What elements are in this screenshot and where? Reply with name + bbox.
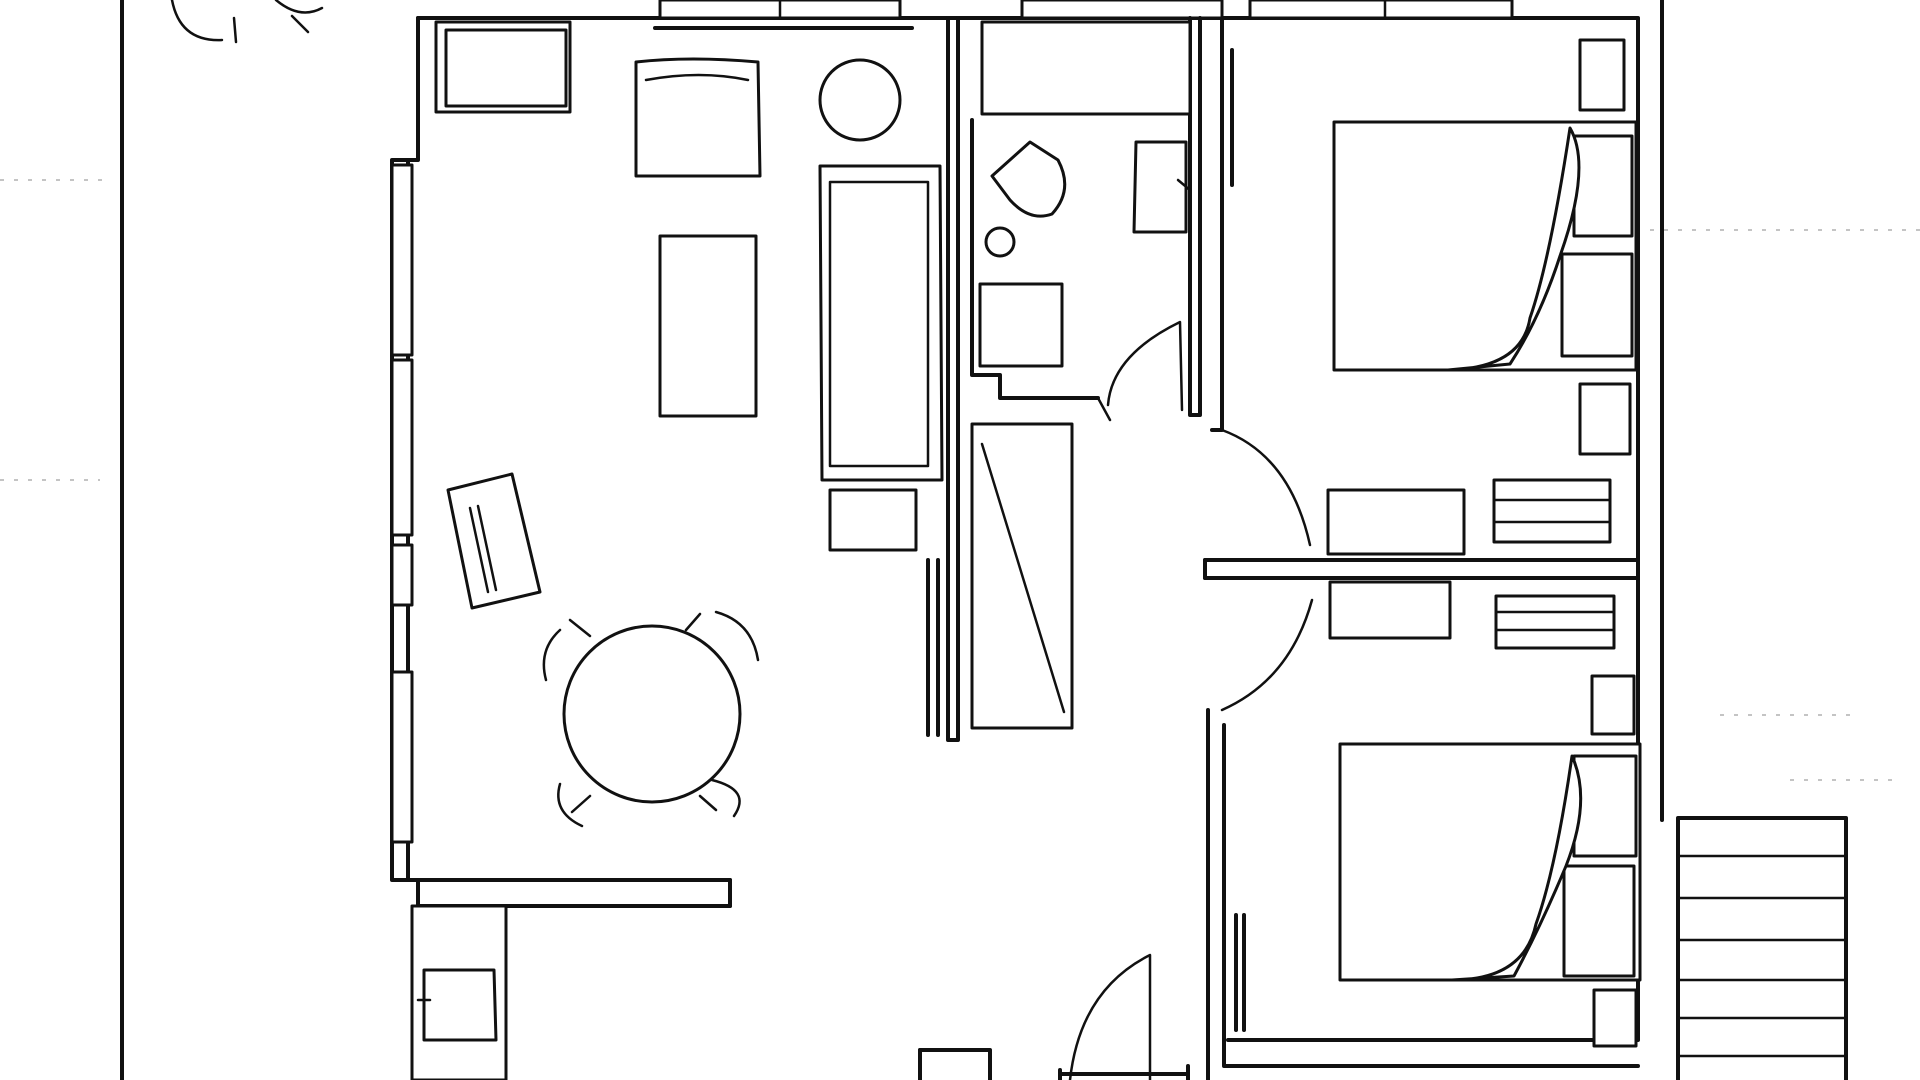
- windows-top: [653, 0, 1514, 30]
- windows-left: [390, 163, 414, 844]
- scan-artifacts: [0, 179, 1920, 781]
- wardrobe: [970, 422, 1074, 730]
- site-boundary: [120, 0, 1664, 1080]
- terrace-table: [170, 0, 324, 44]
- dining-set: [542, 610, 760, 828]
- exterior-steps: [1676, 816, 1848, 1080]
- living-furniture: [434, 20, 944, 737]
- bedroom-lower: [1234, 580, 1642, 1048]
- bathroom-fixtures: [970, 20, 1192, 400]
- bedroom-upper: [1230, 38, 1638, 556]
- kitchen-corner: [410, 904, 508, 1080]
- doors: [1068, 320, 1314, 1080]
